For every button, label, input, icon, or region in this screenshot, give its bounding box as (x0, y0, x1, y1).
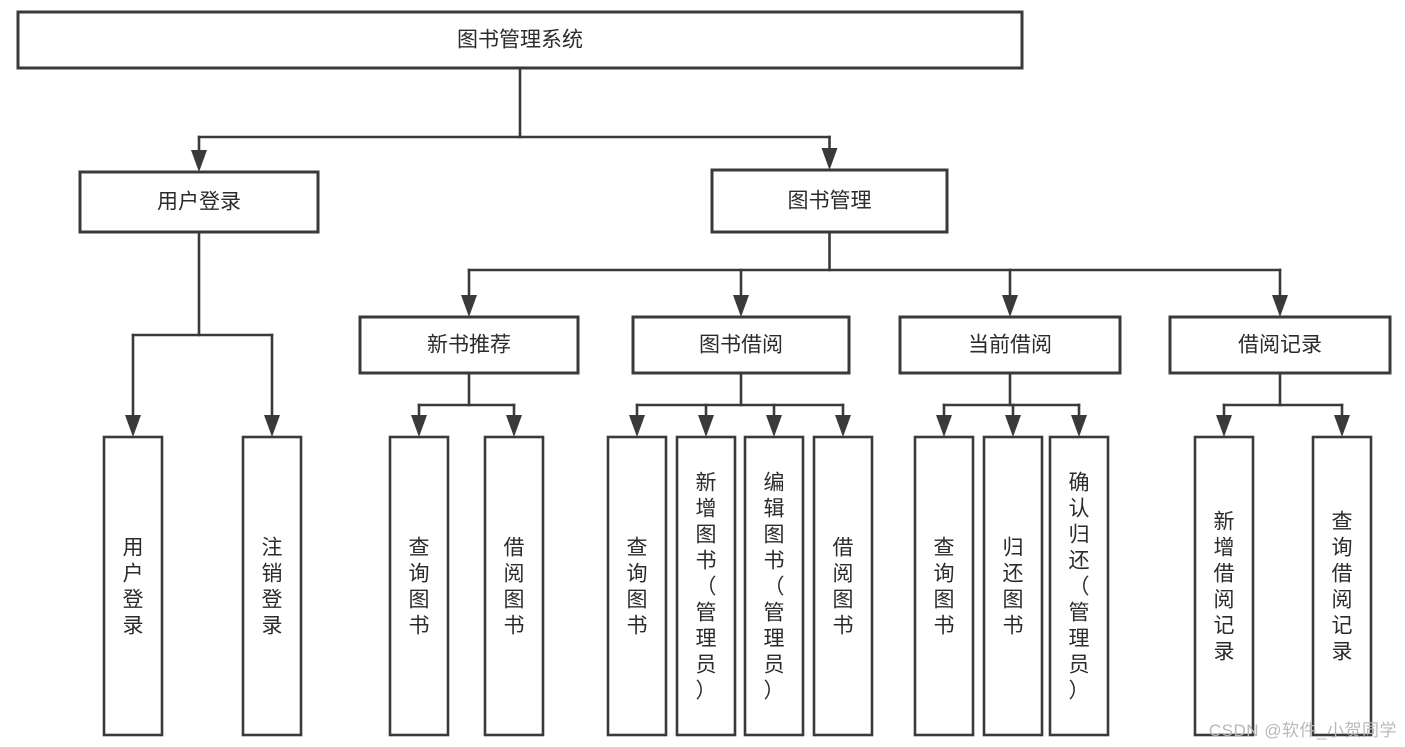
leaf-bb-edit-book-label: 编辑图书（管理员） (764, 471, 785, 702)
node-root-label: 图书管理系统 (457, 29, 583, 52)
arrow-down-icon (461, 295, 477, 317)
leaf-nbr-borrow-book[interactable]: 借阅图书 (483, 435, 545, 737)
leaf-bb-borrow-book[interactable]: 借阅图书 (812, 435, 874, 737)
node-current-borrow[interactable]: 当前借阅 (898, 315, 1122, 375)
leaf-leaf-user-logout[interactable]: 注销登录 (241, 435, 303, 737)
leaf-br-add-record-box[interactable] (1193, 435, 1255, 737)
leaf-nbr-query-book-label: 查询图书 (409, 536, 430, 637)
leaf-br-query-record-label: 查询借阅记录 (1332, 510, 1353, 663)
node-new-book-recommend[interactable]: 新书推荐 (358, 315, 580, 375)
leaf-bb-add-book-box[interactable] (675, 435, 737, 737)
arrow-down-icon (766, 415, 782, 437)
arrow-down-icon (191, 150, 207, 172)
leaf-leaf-user-login-box[interactable] (102, 435, 164, 737)
node-borrow-records-label: 借阅记录 (1238, 334, 1322, 357)
arrow-down-icon (835, 415, 851, 437)
arrow-down-icon (264, 415, 280, 437)
arrow-down-icon (1272, 295, 1288, 317)
leaf-cb-query-book-box[interactable] (913, 435, 975, 737)
arrow-down-icon (821, 148, 838, 170)
leaf-bb-query-book[interactable]: 查询图书 (606, 435, 668, 737)
node-user-login[interactable]: 用户登录 (78, 170, 320, 234)
node-borrow-records-box[interactable] (1168, 315, 1392, 375)
node-current-borrow-label: 当前借阅 (968, 334, 1052, 357)
leaf-cb-confirm-return-box[interactable] (1048, 435, 1110, 737)
leaf-bb-borrow-book-box[interactable] (812, 435, 874, 737)
leaf-br-query-record[interactable]: 查询借阅记录 (1311, 435, 1373, 737)
leaf-bb-edit-book-box[interactable] (743, 435, 805, 737)
leaf-nbr-borrow-book-label: 借阅图书 (504, 536, 525, 637)
leaf-bb-query-book-box[interactable] (606, 435, 668, 737)
leaf-leaf-user-logout-box[interactable] (241, 435, 303, 737)
node-book-borrow-box[interactable] (631, 315, 851, 375)
leaf-br-add-record[interactable]: 新增借阅记录 (1193, 435, 1255, 737)
node-user-login-label: 用户登录 (157, 191, 241, 214)
node-book-borrow-label: 图书借阅 (699, 334, 783, 357)
node-current-borrow-box[interactable] (898, 315, 1122, 375)
arrow-down-icon (1334, 415, 1350, 437)
node-layer: 图书管理系统用户登录图书管理用户登录注销登录新书推荐查询图书借阅图书图书借阅查询… (16, 10, 1392, 737)
node-new-book-recommend-box[interactable] (358, 315, 580, 375)
leaf-bb-query-book-label: 查询图书 (627, 536, 648, 637)
leaf-bb-borrow-book-label: 借阅图书 (833, 536, 854, 637)
leaf-nbr-borrow-book-box[interactable] (483, 435, 545, 737)
leaf-nbr-query-book[interactable]: 查询图书 (388, 435, 450, 737)
leaf-leaf-user-login-label: 用户登录 (123, 536, 144, 637)
leaf-cb-confirm-return-label: 确认归还（管理员） (1069, 471, 1090, 702)
node-book-management-box[interactable] (710, 168, 949, 234)
arrow-down-icon (125, 415, 141, 437)
leaf-cb-query-book[interactable]: 查询图书 (913, 435, 975, 737)
arrow-down-icon (629, 415, 645, 437)
leaf-bb-add-book[interactable]: 新增图书（管理员） (675, 435, 737, 737)
node-user-login-box[interactable] (78, 170, 320, 234)
leaf-cb-return-book[interactable]: 归还图书 (982, 435, 1044, 737)
arrow-down-icon (698, 415, 714, 437)
leaf-br-add-record-label: 新增借阅记录 (1214, 510, 1235, 663)
leaf-cb-return-book-label: 归还图书 (1003, 536, 1024, 637)
node-root-box[interactable] (16, 10, 1024, 70)
arrow-down-icon (1002, 295, 1018, 317)
arrow-down-icon (506, 415, 522, 437)
leaf-nbr-query-book-box[interactable] (388, 435, 450, 737)
arrow-down-icon (1071, 415, 1087, 437)
leaf-cb-return-book-box[interactable] (982, 435, 1044, 737)
connector-layer (125, 66, 1350, 437)
arrow-down-icon (1216, 415, 1232, 437)
leaf-cb-query-book-label: 查询图书 (934, 536, 955, 637)
node-book-management[interactable]: 图书管理 (710, 168, 949, 234)
leaf-leaf-user-logout-label: 注销登录 (262, 536, 283, 637)
leaf-cb-confirm-return[interactable]: 确认归还（管理员） (1048, 435, 1110, 737)
arrow-down-icon (733, 295, 749, 317)
node-new-book-recommend-label: 新书推荐 (427, 334, 511, 357)
arrow-down-icon (936, 415, 952, 437)
leaf-bb-edit-book[interactable]: 编辑图书（管理员） (743, 435, 805, 737)
arrow-down-icon (1005, 415, 1021, 437)
arrow-down-icon (411, 415, 427, 437)
leaf-bb-add-book-label: 新增图书（管理员） (696, 471, 717, 702)
node-borrow-records[interactable]: 借阅记录 (1168, 315, 1392, 375)
node-book-borrow[interactable]: 图书借阅 (631, 315, 851, 375)
leaf-br-query-record-box[interactable] (1311, 435, 1373, 737)
leaf-leaf-user-login[interactable]: 用户登录 (102, 435, 164, 737)
csdn-watermark: CSDN @软件_小贺同学 (1208, 721, 1397, 740)
node-book-management-label: 图书管理 (788, 190, 872, 213)
node-root[interactable]: 图书管理系统 (16, 10, 1024, 70)
